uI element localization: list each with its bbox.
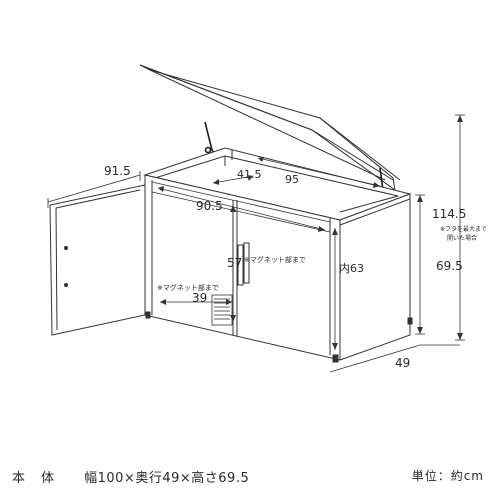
dim-magnet-depth: 39 [192,291,207,305]
dim-body-depth: 49 [395,356,410,370]
dimension-lines [47,114,465,373]
dim-body-height: 69.5 [436,259,463,273]
dim-total-open-height: 114.5 [432,207,466,221]
caption-size: 幅100×奥行49×高さ69.5 [84,471,250,486]
door-handles [237,242,250,286]
caption-name: 本 体 [12,471,61,486]
note-magnet-depth: ※マグネット部まで [157,283,219,292]
open-lid [139,64,401,192]
dim-inner-height: 内63 [339,261,364,275]
arrow-heads [158,115,463,350]
dim-lid-gap: 41.5 [237,168,262,181]
dim-inner-width: 90.5 [196,199,223,213]
magnet-vent [211,294,233,326]
dim-left-depth: 91.5 [104,164,131,178]
left-door [49,184,146,336]
caption-spec: 本 体 幅100×奥行49×高さ69.5 [12,467,249,486]
caption-unit: 単位：約cm [411,469,484,483]
dim-magnet-height: 57 [227,256,242,270]
note-magnet-height: ※マグネット部まで [244,255,306,264]
note-open-line2: 開いた場合 [447,234,477,242]
feet [145,311,413,363]
note-open-line1: ※フタを最大まで [440,225,487,233]
dim-top-inner-width: 95 [285,173,299,186]
cabinet-side [339,193,411,361]
